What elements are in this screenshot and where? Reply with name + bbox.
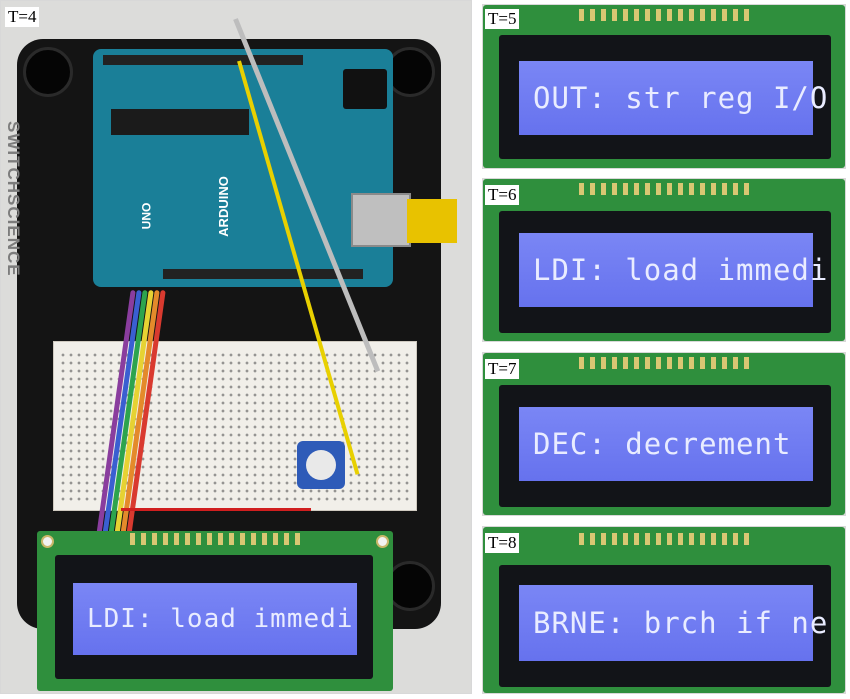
pcb-hole: [376, 535, 389, 548]
lcd-display: LDI: load immedi: [519, 233, 827, 307]
power-jack: [343, 69, 387, 109]
lcd-bezel: DEC: decrement: [499, 385, 831, 507]
usb-connector: [351, 193, 411, 247]
lcd-module: LDI: load immedi: [37, 531, 393, 691]
lcd-display: BRNE: brch if ne: [519, 585, 827, 661]
photo-t4: SWITCHSCIENCE UNO ARDUINO LDI: load imme…: [0, 0, 472, 694]
lcd-display: LDI: load immedi: [73, 583, 357, 655]
panel-label: T=5: [485, 9, 520, 29]
pin-header: [103, 55, 303, 65]
lcd-module: LDI: load immedi: [483, 179, 845, 341]
usb-cable-plug: [407, 199, 457, 243]
lcd-bezel: BRNE: brch if ne: [499, 565, 831, 687]
pcb-hole: [41, 535, 54, 548]
mounting-hole: [23, 47, 73, 97]
lcd-pin-header: [483, 9, 845, 21]
lcd-pin-header: [483, 533, 845, 545]
uno-label: UNO: [139, 202, 154, 230]
photo-t7: DEC: decrement T=7: [482, 352, 846, 516]
lcd-module: BRNE: brch if ne: [483, 527, 845, 693]
lcd-module: OUT: str reg I/O: [483, 5, 845, 168]
arduino-board: UNO ARDUINO: [93, 49, 393, 287]
lcd-pin-header: [483, 183, 845, 195]
panel-label: T=4: [5, 7, 40, 27]
photo-t5: OUT: str reg I/O T=5: [482, 4, 846, 169]
panel-label: T=8: [485, 533, 520, 553]
pin-header: [163, 269, 363, 279]
photo-t8: BRNE: brch if ne T=8: [482, 526, 846, 694]
lcd-bezel: LDI: load immedi: [499, 211, 831, 333]
lcd-display: OUT: str reg I/O: [519, 61, 827, 135]
lcd-module: DEC: decrement: [483, 353, 845, 515]
brand-text: SWITCHSCIENCE: [4, 121, 23, 277]
lcd-display: DEC: decrement: [519, 407, 813, 481]
lcd-pin-header: [483, 357, 845, 369]
red-jumper-wire: [121, 508, 311, 511]
panel-label: T=7: [485, 359, 520, 379]
lcd-bezel: OUT: str reg I/O: [499, 35, 831, 159]
arduino-label: ARDUINO: [215, 176, 231, 237]
photo-t6: LDI: load immedi T=6: [482, 178, 846, 342]
lcd-bezel: LDI: load immedi: [55, 555, 373, 679]
potentiometer-knob: [306, 450, 336, 480]
microcontroller-chip: [111, 109, 249, 135]
panel-label: T=6: [485, 185, 520, 205]
lcd-pin-header: [37, 533, 393, 545]
mounting-hole: [385, 561, 435, 611]
